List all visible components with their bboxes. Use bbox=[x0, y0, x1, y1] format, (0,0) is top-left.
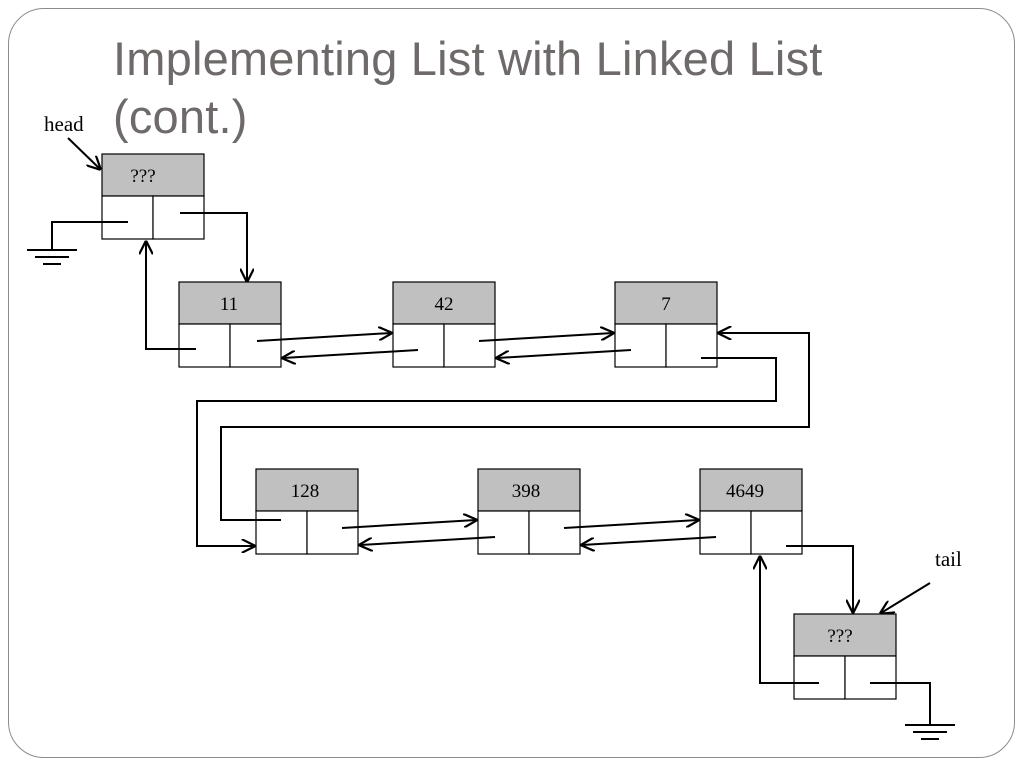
next-link bbox=[341, 520, 476, 529]
next-link bbox=[196, 357, 777, 546]
node-prev-cell bbox=[793, 655, 846, 700]
node-next-cell bbox=[443, 323, 496, 368]
node-value-text: 7 bbox=[661, 294, 671, 315]
node-value-text: 398 bbox=[512, 481, 541, 502]
list-node-11: 11 bbox=[178, 281, 282, 368]
null-link bbox=[870, 682, 931, 724]
prev-link bbox=[582, 536, 717, 545]
head-pointer-arrow bbox=[67, 137, 100, 169]
node-value-box bbox=[477, 468, 581, 512]
node-value-text: 42 bbox=[435, 294, 454, 315]
null-link bbox=[51, 221, 128, 249]
node-value-text: ??? bbox=[827, 626, 852, 647]
list-node-7: 7 bbox=[614, 281, 718, 368]
node-prev-cell bbox=[477, 510, 530, 555]
list-node-398: 398 bbox=[477, 468, 581, 555]
trailer-node: ??? bbox=[793, 613, 897, 700]
node-next-cell bbox=[306, 510, 359, 555]
node-prev-cell bbox=[178, 323, 231, 368]
list-node-4649: 4649 bbox=[699, 468, 803, 555]
next-link bbox=[563, 520, 698, 529]
node-value-box bbox=[614, 281, 718, 325]
list-node-42: 42 bbox=[392, 281, 496, 368]
node-next-cell bbox=[528, 510, 581, 555]
node-value-text: ??? bbox=[130, 166, 155, 187]
tail-pointer-arrow bbox=[881, 582, 931, 613]
tail-label: tail bbox=[935, 547, 962, 571]
node-value-box bbox=[101, 153, 205, 197]
prev-link bbox=[497, 349, 632, 358]
next-link bbox=[180, 212, 247, 281]
node-next-cell bbox=[229, 323, 282, 368]
node-next-cell bbox=[750, 510, 803, 555]
node-prev-cell bbox=[101, 195, 154, 240]
node-value-text: 11 bbox=[220, 294, 238, 315]
node-value-box bbox=[392, 281, 496, 325]
node-value-text: 128 bbox=[291, 481, 320, 502]
slide-title: Implementing List with Linked List (cont… bbox=[113, 32, 823, 143]
ground-symbol bbox=[27, 249, 77, 265]
prev-link bbox=[146, 242, 196, 350]
prev-link bbox=[760, 557, 819, 684]
prev-link bbox=[220, 333, 810, 521]
prev-link bbox=[283, 349, 419, 358]
node-next-cell bbox=[152, 195, 205, 240]
next-link bbox=[786, 545, 853, 612]
prev-link bbox=[360, 536, 496, 545]
ground-symbol bbox=[905, 724, 955, 740]
node-prev-cell bbox=[699, 510, 752, 555]
node-next-cell bbox=[665, 323, 718, 368]
list-node-128: 128 bbox=[255, 468, 359, 555]
node-value-box bbox=[178, 281, 282, 325]
node-value-text: 4649 bbox=[726, 481, 764, 502]
next-link bbox=[256, 333, 391, 342]
node-prev-cell bbox=[392, 323, 445, 368]
node-next-cell bbox=[844, 655, 897, 700]
node-prev-cell bbox=[614, 323, 667, 368]
header-node: ??? bbox=[101, 153, 205, 240]
next-link bbox=[478, 333, 613, 342]
head-label: head bbox=[44, 112, 84, 136]
node-prev-cell bbox=[255, 510, 308, 555]
node-value-box bbox=[255, 468, 359, 512]
node-value-box bbox=[699, 468, 803, 512]
